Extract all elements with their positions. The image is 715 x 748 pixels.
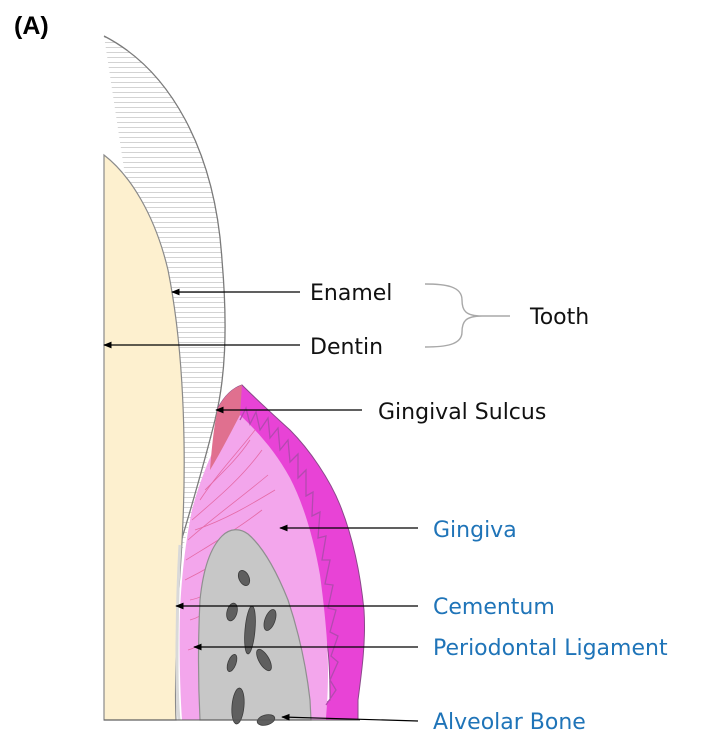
alveolar-bone-label: Alveolar Bone	[433, 710, 586, 735]
panel-label: (A)	[14, 12, 49, 40]
dentin-label: Dentin	[310, 335, 383, 360]
enamel-label: Enamel	[310, 281, 392, 306]
tooth-bracket	[425, 284, 510, 347]
gingiva-label: Gingiva	[433, 518, 517, 543]
cementum-label: Cementum	[433, 595, 555, 620]
periodontal-ligament-label: Periodontal Ligament	[433, 636, 668, 661]
cementum-layer	[177, 545, 180, 720]
tooth-label: Tooth	[529, 305, 589, 330]
gingival-sulcus-label: Gingival Sulcus	[378, 400, 546, 425]
